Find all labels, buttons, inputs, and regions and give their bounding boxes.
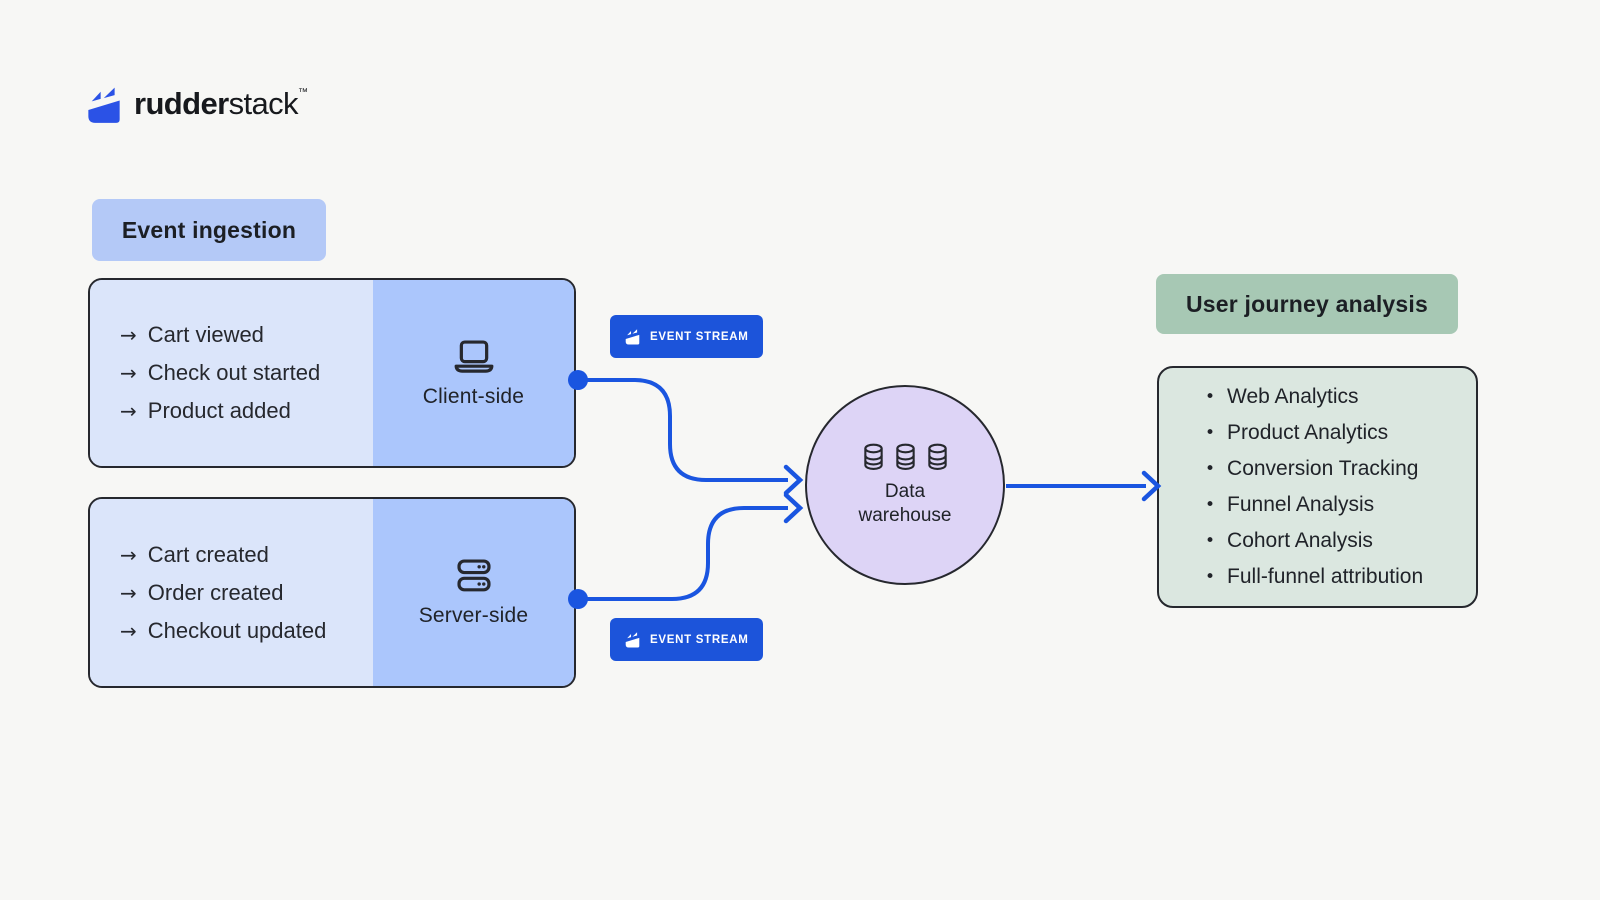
rudderstack-icon <box>625 328 640 345</box>
event-item: → Check out started <box>120 360 373 386</box>
server-connector-arrowhead-icon <box>783 492 804 524</box>
bullet-icon: • <box>1205 495 1216 515</box>
event-item: → Order created <box>120 580 373 606</box>
analysis-label: Full-funnel attribution <box>1227 565 1424 588</box>
event-label: Order created <box>147 579 284 605</box>
bullet-icon: • <box>1205 423 1216 443</box>
server-icon <box>456 559 491 592</box>
analysis-label: Product Analytics <box>1227 421 1389 444</box>
rudderstack-logo: rudderstack™ <box>85 86 308 124</box>
analysis-item: • Full-funnel attribution <box>1205 565 1476 589</box>
event-item: → Product added <box>120 398 373 424</box>
wordmark-bold: rudder <box>134 86 229 121</box>
event-label: Cart viewed <box>147 322 264 347</box>
rudderstack-logo-icon <box>88 87 120 123</box>
bullet-icon: • <box>1205 459 1216 479</box>
client-to-warehouse-connector <box>578 378 788 482</box>
data-warehouse-label: Data warehouse <box>859 480 952 528</box>
arrow-bullet-icon: → <box>120 399 137 423</box>
analysis-connector-arrowhead-icon <box>1141 470 1162 502</box>
analysis-label: Web Analytics <box>1227 385 1359 408</box>
user-journey-analysis-badge: User journey analysis <box>1156 274 1458 334</box>
wordmark-regular: stack <box>228 86 299 121</box>
server-events-list: → Cart created → Order created → Checkou… <box>90 499 373 686</box>
arrow-bullet-icon: → <box>120 323 137 347</box>
trademark-symbol: ™ <box>297 87 308 98</box>
database-icon <box>927 443 947 470</box>
server-side-label: Server-side <box>418 604 529 627</box>
bullet-icon: • <box>1205 567 1216 587</box>
rudderstack-wordmark: rudderstack™ <box>134 86 308 122</box>
analysis-item: • Web Analytics <box>1205 385 1476 409</box>
arrow-bullet-icon: → <box>120 618 137 643</box>
laptop-icon <box>454 339 493 373</box>
database-icon <box>895 443 915 470</box>
analysis-item: • Product Analytics <box>1205 421 1476 445</box>
event-item: → Checkout updated <box>120 618 373 644</box>
server-to-warehouse-connector <box>578 506 788 601</box>
data-warehouse-node: Data warehouse <box>805 385 1005 585</box>
arrow-bullet-icon: → <box>120 361 137 385</box>
warehouse-label-line2: warehouse <box>858 504 952 526</box>
event-ingestion-badge: Event ingestion <box>92 199 326 261</box>
event-label: Check out started <box>147 360 321 385</box>
bullet-icon: • <box>1205 387 1216 407</box>
arrow-bullet-icon: → <box>120 542 137 567</box>
server-side-panel: Server-side <box>373 499 574 686</box>
server-events-box: → Cart created → Order created → Checkou… <box>88 497 576 688</box>
database-icons <box>862 443 949 471</box>
analysis-item: • Cohort Analysis <box>1205 529 1476 553</box>
analysis-label: Cohort Analysis <box>1227 529 1373 552</box>
warehouse-label-line1: Data <box>884 480 926 502</box>
user-journey-analysis-box: • Web Analytics • Product Analytics • Co… <box>1157 366 1478 608</box>
event-label: Cart created <box>147 541 269 567</box>
event-stream-button-server[interactable]: EVENT STREAM <box>610 618 763 661</box>
client-side-label: Client-side <box>422 384 525 408</box>
event-stream-label: EVENT STREAM <box>650 330 749 343</box>
rudderstack-icon <box>625 631 640 648</box>
analysis-item: • Conversion Tracking <box>1205 457 1476 481</box>
analysis-label: Funnel Analysis <box>1227 493 1375 516</box>
event-stream-label: EVENT STREAM <box>650 633 749 646</box>
client-connector-arrowhead-icon <box>783 464 804 496</box>
event-label: Product added <box>147 398 291 423</box>
event-stream-button-client[interactable]: EVENT STREAM <box>610 315 763 358</box>
event-label: Checkout updated <box>147 617 327 643</box>
client-events-box: → Cart viewed → Check out started → Prod… <box>88 278 576 468</box>
event-item: → Cart created <box>120 542 373 568</box>
analysis-label: Conversion Tracking <box>1227 457 1419 480</box>
event-item: → Cart viewed <box>120 322 373 348</box>
arrow-bullet-icon: → <box>120 580 137 605</box>
bullet-icon: • <box>1205 531 1216 551</box>
client-side-panel: Client-side <box>373 280 574 466</box>
database-icon <box>863 443 883 470</box>
client-events-list: → Cart viewed → Check out started → Prod… <box>90 280 373 466</box>
analysis-item: • Funnel Analysis <box>1205 493 1476 517</box>
